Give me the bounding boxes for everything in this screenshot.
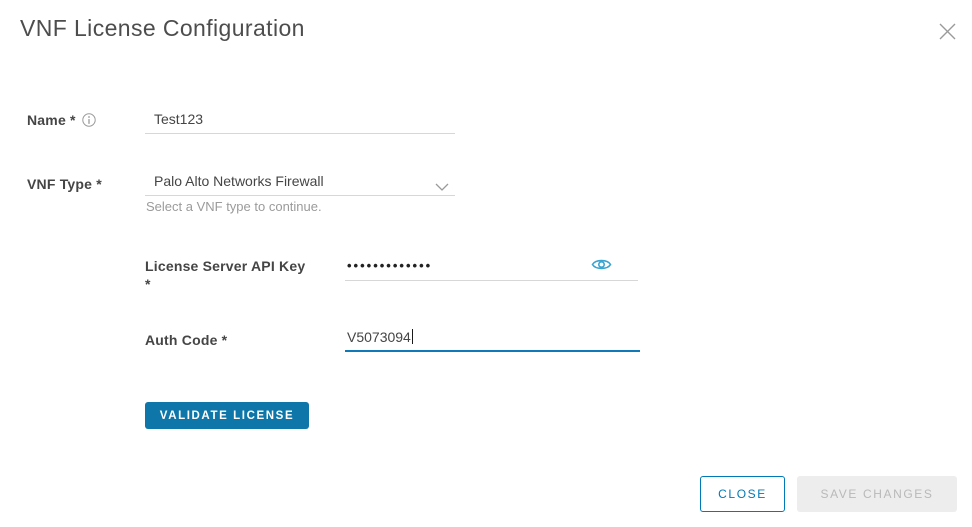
name-input-value: Test123: [154, 111, 204, 127]
close-icon[interactable]: [934, 18, 960, 44]
vnf-type-label: VNF Type *: [27, 176, 102, 192]
auth-code-input[interactable]: V5073094: [345, 326, 640, 352]
name-label-text: Name *: [27, 112, 76, 128]
x-icon: [939, 23, 955, 39]
eye-icon[interactable]: [590, 257, 612, 274]
text-caret: [411, 329, 414, 344]
dialog-title: VNF License Configuration: [20, 15, 305, 41]
api-key-input[interactable]: •••••••••••••: [345, 252, 638, 281]
vnf-type-select[interactable]: Palo Alto Networks Firewall: [145, 169, 455, 196]
vnf-type-selected-value: Palo Alto Networks Firewall: [154, 173, 324, 189]
name-input[interactable]: Test123: [145, 106, 455, 134]
vnf-type-helper-text: Select a VNF type to continue.: [146, 199, 322, 214]
api-key-masked-value: •••••••••••••: [347, 258, 433, 273]
auth-code-label: Auth Code *: [145, 332, 228, 348]
auth-code-value: V5073094: [347, 329, 411, 345]
info-circle-icon[interactable]: [81, 113, 96, 132]
save-changes-button[interactable]: SAVE CHANGES: [797, 476, 957, 512]
name-label: Name *: [27, 112, 96, 132]
api-key-label: License Server API Key *: [145, 258, 306, 292]
validate-license-button[interactable]: VALIDATE LICENSE: [145, 402, 309, 429]
chevron-down-icon: [435, 178, 449, 194]
close-button[interactable]: CLOSE: [700, 476, 785, 512]
